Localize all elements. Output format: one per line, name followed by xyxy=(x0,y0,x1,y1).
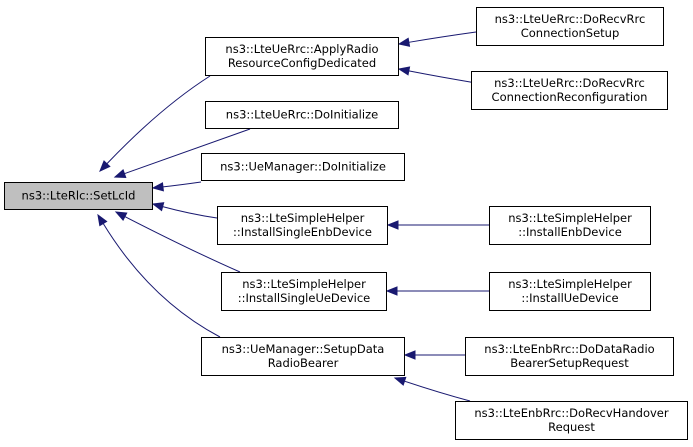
node-label-line: ::InstallEnbDevice xyxy=(518,225,622,239)
node-dodataradio[interactable]: ns3::LteEnbRrc::DoDataRadioBearerSetupRe… xyxy=(465,337,674,376)
node-uerrcinit[interactable]: ns3::LteUeRrc::DoInitialize xyxy=(205,101,399,129)
arrowhead xyxy=(97,213,108,227)
node-label-line: BearerSetupRequest xyxy=(510,356,629,370)
node-box xyxy=(221,272,387,311)
node-label-line: ::InstallUeDevice xyxy=(521,291,618,305)
node-label-line: ns3::LteSimpleHelper xyxy=(508,211,632,225)
node-label-line: ns3::UeManager::SetupData xyxy=(222,342,385,356)
edge-line xyxy=(162,181,202,188)
node-installsingleenb[interactable]: ns3::LteSimpleHelper::InstallSingleEnbDe… xyxy=(217,206,388,245)
arrowhead xyxy=(397,66,411,76)
node-installsingleue[interactable]: ns3::LteSimpleHelper::InstallSingleUeDev… xyxy=(221,272,387,311)
node-label-line: ns3::LteSimpleHelper xyxy=(508,277,632,291)
edge-installsingleenb-to-setlcid xyxy=(151,202,218,219)
edge-uemgrinit-to-setlcid xyxy=(151,181,202,192)
node-label-line: ns3::LteUeRrc::DoInitialize xyxy=(226,108,378,122)
edge-dorecvrrcsetup-to-applyradio xyxy=(397,31,477,47)
node-label-line: ns3::LteEnbRrc::DoRecvHandover xyxy=(474,406,668,420)
edge-installsingleue-to-setlcid xyxy=(114,211,241,273)
edge-dorecvrrcreconf-to-applyradio xyxy=(397,66,477,84)
node-label-line: ns3::LteUeRrc::DoRecvRrc xyxy=(495,12,646,26)
arrowhead xyxy=(386,220,399,230)
node-label-line: ns3::LteEnbRrc::DoDataRadio xyxy=(484,342,654,356)
edge-line xyxy=(408,70,477,84)
arrowhead xyxy=(151,202,165,212)
edge-dorecvho-to-setupdrb xyxy=(393,376,471,402)
node-label-line: RadioBearer xyxy=(268,356,339,370)
node-installenb[interactable]: ns3::LteSimpleHelper::InstallEnbDevice xyxy=(489,206,651,245)
edge-dodataradio-to-setupdrb xyxy=(403,350,465,360)
node-label-line: ns3::UeManager::DoInitialize xyxy=(220,160,386,174)
arrowhead xyxy=(385,286,398,296)
arrowhead xyxy=(99,160,111,172)
node-box xyxy=(476,7,664,46)
arrowhead xyxy=(151,182,164,192)
arrowhead xyxy=(397,37,411,47)
graph-nodes: ns3::LteRlc::SetLcId ns3::LteUeRrc::Apply… xyxy=(4,7,688,440)
graph-edges xyxy=(97,31,490,402)
node-label-line: ns3::LteUeRrc::DoRecvRrc xyxy=(494,76,645,90)
arrowhead xyxy=(403,350,416,360)
node-box xyxy=(217,206,388,245)
arrowhead xyxy=(113,169,127,178)
edge-uerrcinit-to-setlcid xyxy=(113,128,251,178)
node-box xyxy=(471,71,668,110)
node-box xyxy=(489,272,651,311)
node-box xyxy=(205,101,399,129)
arrowhead xyxy=(393,376,407,386)
node-label-line: ResourceConfigDedicated xyxy=(228,56,376,70)
node-box xyxy=(455,401,688,440)
node-box xyxy=(201,337,405,376)
edge-line xyxy=(124,128,251,175)
node-label-line: ::InstallSingleUeDevice xyxy=(238,291,371,305)
arrowhead xyxy=(114,211,128,222)
edge-line xyxy=(162,206,218,219)
node-label-line: ConnectionReconfiguration xyxy=(492,90,648,104)
node-applyradio[interactable]: ns3::LteUeRrc::ApplyRadioResourceConfigD… xyxy=(205,37,399,76)
node-label-line: ConnectionSetup xyxy=(521,26,620,40)
node-dorecvrrcreconf[interactable]: ns3::LteUeRrc::DoRecvRrcConnectionReconf… xyxy=(471,71,668,110)
node-box xyxy=(465,337,674,376)
edge-line xyxy=(408,31,477,43)
node-label-line: ns3::LteSimpleHelper xyxy=(242,277,366,291)
node-label-line: ::InstallSingleEnbDevice xyxy=(233,225,372,239)
node-box xyxy=(205,37,399,76)
edge-installenb-to-installsingleenb xyxy=(386,220,490,230)
edge-line xyxy=(102,223,221,338)
node-uemgrinit[interactable]: ns3::UeManager::DoInitialize xyxy=(201,153,405,181)
node-label-line: ns3::LteUeRrc::ApplyRadio xyxy=(225,42,378,56)
edge-applyradio-to-setlcid xyxy=(99,75,211,172)
node-setlcid[interactable]: ns3::LteRlc::SetLcId xyxy=(4,182,153,210)
edge-setupdrb-to-setlcid xyxy=(97,213,221,338)
edge-line xyxy=(124,216,241,273)
node-label-line: ns3::LteSimpleHelper xyxy=(241,211,365,225)
edge-line xyxy=(106,75,211,165)
edge-installue-to-installsingleue xyxy=(385,286,490,296)
node-box xyxy=(4,182,153,210)
edge-line xyxy=(404,380,471,402)
node-box xyxy=(489,206,651,245)
node-box xyxy=(201,153,405,181)
node-installue[interactable]: ns3::LteSimpleHelper::InstallUeDevice xyxy=(489,272,651,311)
node-label-line: Request xyxy=(548,420,595,434)
node-label-line: ns3::LteRlc::SetLcId xyxy=(22,189,136,203)
